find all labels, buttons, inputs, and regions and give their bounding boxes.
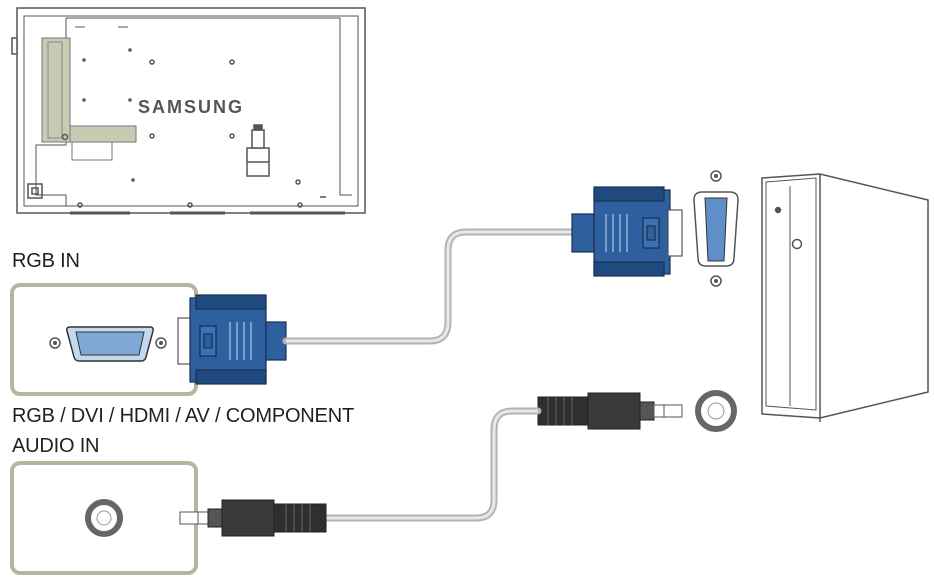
vga-port-icon	[49, 326, 167, 362]
audio-cable	[321, 407, 542, 522]
audio-port-icon	[85, 499, 123, 537]
audio-plug-pc-icon	[537, 392, 683, 430]
pc-vga-port-icon	[693, 170, 739, 287]
rgb-in-label: RGB IN	[12, 250, 80, 272]
pc-audio-port-icon	[695, 390, 737, 432]
vga-plug-monitor-icon	[177, 294, 287, 385]
monitor-back-icon	[11, 7, 366, 215]
audio-plug-monitor-icon	[179, 499, 327, 537]
pc-tower-icon	[761, 173, 929, 422]
audio-in-label: AUDIO IN	[12, 435, 100, 457]
brand-logo: SAMSUNG	[138, 97, 244, 117]
vga-cable	[282, 228, 576, 345]
vga-plug-pc-icon	[571, 186, 683, 277]
audio-source-label: RGB / DVI / HDMI / AV / COMPONENT	[12, 405, 354, 427]
